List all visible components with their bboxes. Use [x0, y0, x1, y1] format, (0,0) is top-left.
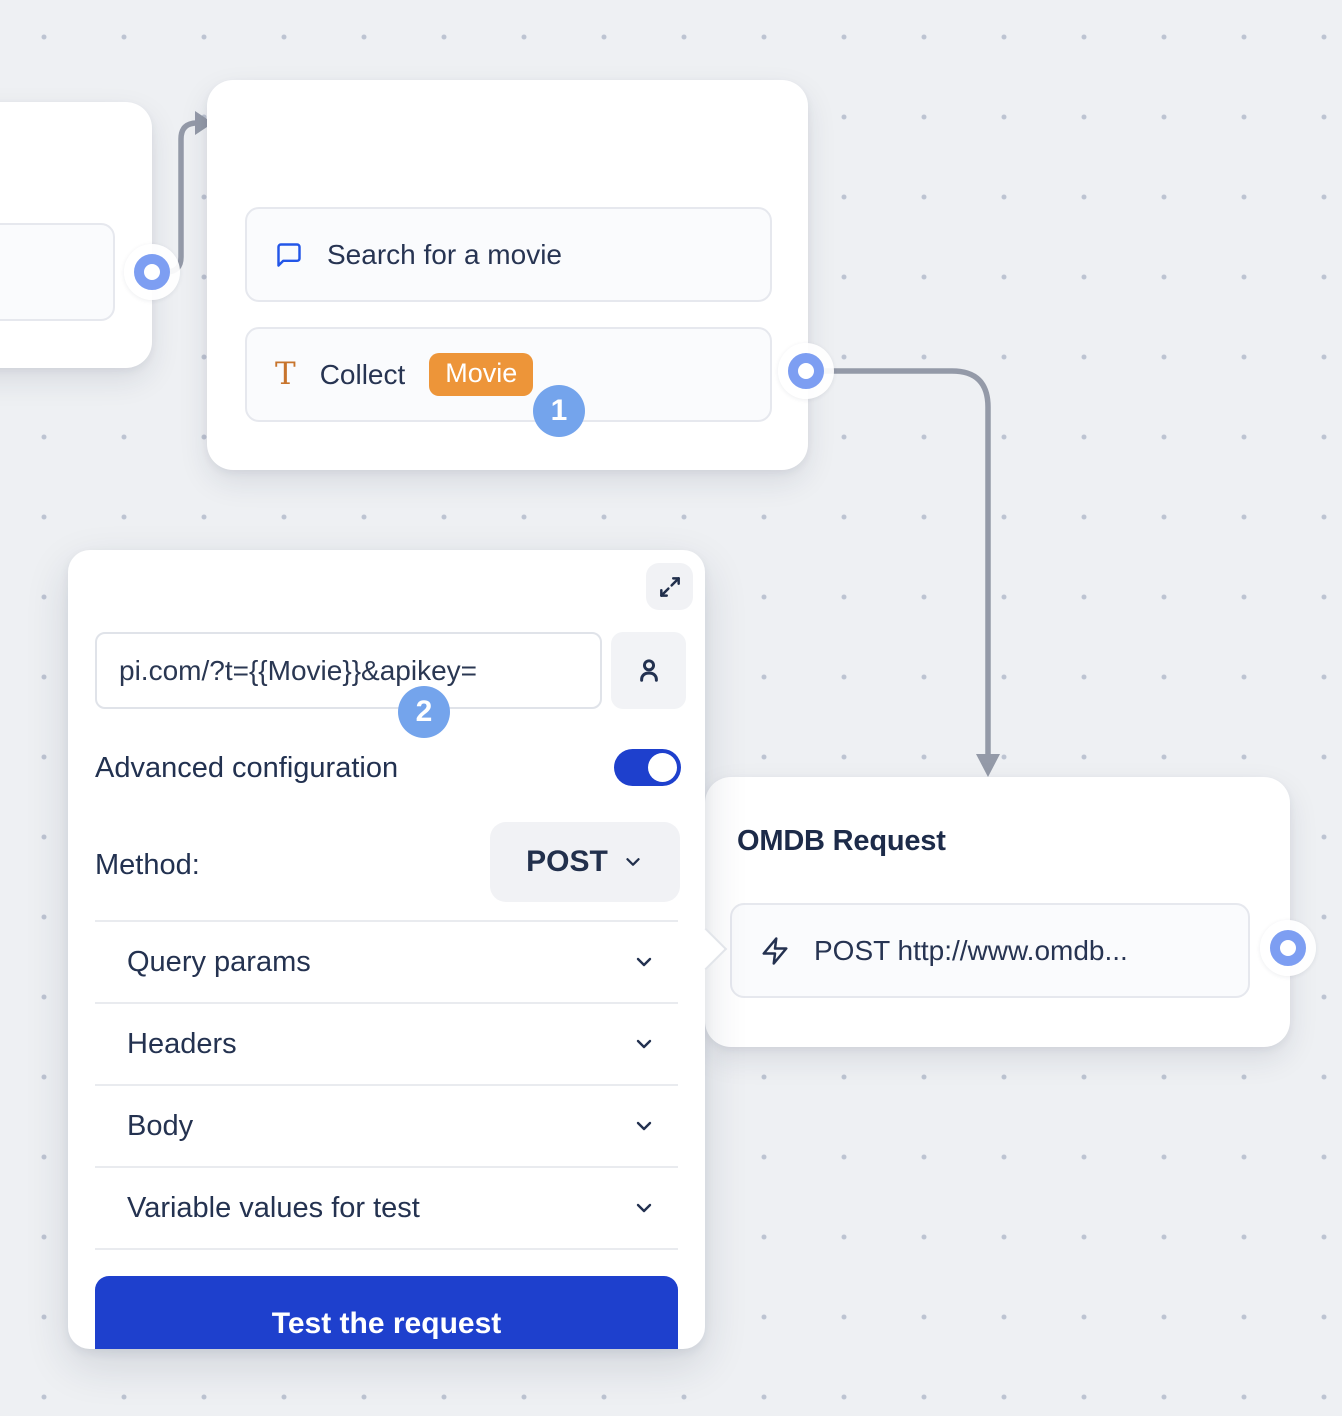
movie-search-output-port[interactable]: [778, 343, 834, 399]
section-label: Variable values for test: [127, 1191, 420, 1224]
method-dropdown[interactable]: POST: [490, 822, 680, 902]
section-query-params[interactable]: Query params: [95, 920, 678, 1002]
chevron-down-icon: [632, 1032, 656, 1056]
chevron-down-icon: [632, 1196, 656, 1220]
advanced-configuration-toggle[interactable]: [614, 749, 681, 786]
port-dot: [134, 254, 170, 290]
section-label: Headers: [127, 1027, 237, 1060]
collapsible-sections: Query params Headers Body Variable value…: [95, 920, 678, 1250]
section-label: Query params: [127, 945, 311, 978]
chevron-down-icon: [632, 1114, 656, 1138]
entry-node-item[interactable]: [0, 223, 115, 321]
toggle-knob: [648, 753, 677, 782]
tutorial-step-badge: 2: [398, 686, 450, 738]
webhook-block-item[interactable]: POST http://www.omdb...: [730, 903, 1250, 998]
wire-arrowhead-down-icon: [976, 754, 1000, 777]
block-label: Collect: [319, 358, 406, 390]
entry-node-output-port[interactable]: [124, 244, 180, 300]
bolt-icon: [760, 936, 790, 966]
section-variable-values[interactable]: Variable values for test: [95, 1166, 678, 1248]
method-value: POST: [526, 845, 608, 878]
block-label: POST http://www.omdb...: [814, 934, 1128, 966]
expand-icon: [657, 574, 683, 600]
chat-bubble-icon: [275, 241, 303, 269]
movie-search-node-card[interactable]: Movie search Search for a movie T Collec…: [207, 80, 808, 470]
entry-node-card[interactable]: [0, 102, 152, 368]
tutorial-step-badge: 1: [533, 385, 585, 437]
section-label: Body: [127, 1109, 194, 1142]
url-input[interactable]: [95, 632, 602, 709]
port-dot: [1270, 930, 1306, 966]
omdb-output-port[interactable]: [1260, 920, 1316, 976]
wire-movie-search-to-omdb: [815, 368, 991, 760]
message-block-item[interactable]: Search for a movie: [245, 207, 772, 302]
person-icon: [632, 654, 666, 688]
section-headers[interactable]: Headers: [95, 1002, 678, 1084]
chevron-down-icon: [622, 851, 644, 873]
chevron-down-icon: [632, 950, 656, 974]
advanced-configuration-label: Advanced configuration: [95, 752, 399, 784]
test-request-button[interactable]: Test the request: [95, 1276, 678, 1349]
text-input-icon: T: [275, 356, 296, 392]
section-body[interactable]: Body: [95, 1084, 678, 1166]
variable-badge: Movie: [429, 352, 534, 397]
method-label: Method:: [95, 849, 200, 881]
request-editor-panel: 2 Advanced configuration Method: POST Qu…: [68, 550, 705, 1349]
port-dot: [788, 353, 824, 389]
node-title: OMDB Request: [737, 825, 946, 857]
insert-variable-button[interactable]: [611, 632, 686, 709]
block-label: Search for a movie: [327, 238, 562, 270]
expand-button[interactable]: [646, 563, 693, 610]
omdb-request-node-card[interactable]: OMDB Request POST http://www.omdb...: [705, 777, 1290, 1047]
collect-input-block-item[interactable]: T Collect Movie: [245, 327, 772, 422]
